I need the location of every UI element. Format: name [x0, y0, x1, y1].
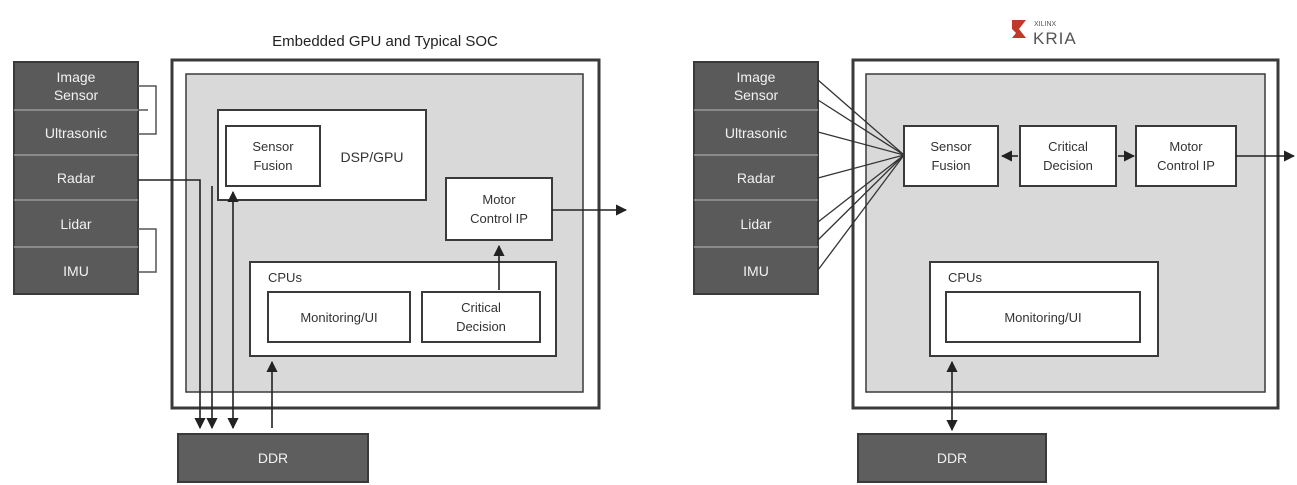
- left-title: Embedded GPU and Typical SOC: [272, 33, 498, 50]
- left-sensor-lidar: Lidar: [60, 216, 91, 232]
- left-critical-decision-line1: Critical: [461, 300, 501, 315]
- dsp-gpu-label: DSP/GPU: [340, 149, 403, 165]
- right-critical-decision-line2: Decision: [1043, 158, 1093, 173]
- left-diagram: Embedded GPU and Typical SOC Image Senso…: [13, 33, 628, 483]
- left-sensor-brackets: [138, 85, 157, 273]
- logo-kria-text: KRIA: [1033, 29, 1077, 48]
- left-cpus-label: CPUs: [268, 270, 302, 285]
- right-sensor-image-line1: Image: [737, 69, 776, 85]
- left-motor-control-line2: Control IP: [470, 211, 528, 226]
- xilinx-logo-icon: [1012, 20, 1026, 38]
- left-connectors: [138, 179, 628, 430]
- right-connectors: [946, 150, 1296, 432]
- right-sensor-image-line2: Sensor: [734, 87, 779, 103]
- right-sensor-fan-lines: [817, 79, 905, 271]
- left-monitoring-box: [267, 291, 411, 343]
- left-ddr-label: DDR: [258, 450, 288, 466]
- right-sensor-fusion-box: [903, 125, 999, 187]
- left-motor-control-box: [445, 177, 553, 241]
- right-cpus-label: CPUs: [948, 270, 982, 285]
- left-sensor-imu: IMU: [63, 263, 89, 279]
- left-sensor-column: Image Sensor Ultrasonic Radar Lidar IMU: [13, 61, 139, 295]
- right-monitoring-label: Monitoring/UI: [1004, 310, 1081, 325]
- right-sensor-radar: Radar: [737, 170, 775, 186]
- right-sensor-lidar: Lidar: [740, 216, 771, 232]
- right-ddr-label: DDR: [937, 450, 967, 466]
- right-diagram: XILINX KRIA Image Sensor Ultrasonic Rada…: [693, 20, 1296, 483]
- kria-logo: XILINX KRIA: [1012, 20, 1077, 48]
- right-critical-decision-box: [1019, 125, 1117, 187]
- left-sensor-radar: Radar: [57, 170, 95, 186]
- right-motor-control-line1: Motor: [1169, 139, 1203, 154]
- right-sensor-fusion-line2: Fusion: [931, 158, 970, 173]
- logo-small-text: XILINX: [1034, 21, 1057, 28]
- left-ddr-box: [177, 433, 369, 483]
- right-motor-control-box: [1135, 125, 1237, 187]
- right-sensor-column: Image Sensor Ultrasonic Radar Lidar IMU: [693, 61, 819, 295]
- left-motor-control-line1: Motor: [482, 192, 516, 207]
- left-critical-decision-box: [421, 291, 541, 343]
- right-ddr-box: [857, 433, 1047, 483]
- left-sensor-image-line2: Sensor: [54, 87, 99, 103]
- right-sensor-ultrasonic: Ultrasonic: [725, 125, 787, 141]
- left-sensor-fusion-box: [225, 125, 321, 187]
- left-sensor-image-line1: Image: [57, 69, 96, 85]
- left-sensor-ultrasonic: Ultrasonic: [45, 125, 107, 141]
- right-monitoring-box: [945, 291, 1141, 343]
- left-monitoring-label: Monitoring/UI: [300, 310, 377, 325]
- right-critical-decision-line1: Critical: [1048, 139, 1088, 154]
- right-motor-control-line2: Control IP: [1157, 158, 1215, 173]
- left-sensor-fusion-line2: Fusion: [253, 158, 292, 173]
- left-sensor-fusion-line1: Sensor: [252, 139, 294, 154]
- right-sensor-fusion-line1: Sensor: [930, 139, 972, 154]
- right-sensor-imu: IMU: [743, 263, 769, 279]
- left-critical-decision-line2: Decision: [456, 319, 506, 334]
